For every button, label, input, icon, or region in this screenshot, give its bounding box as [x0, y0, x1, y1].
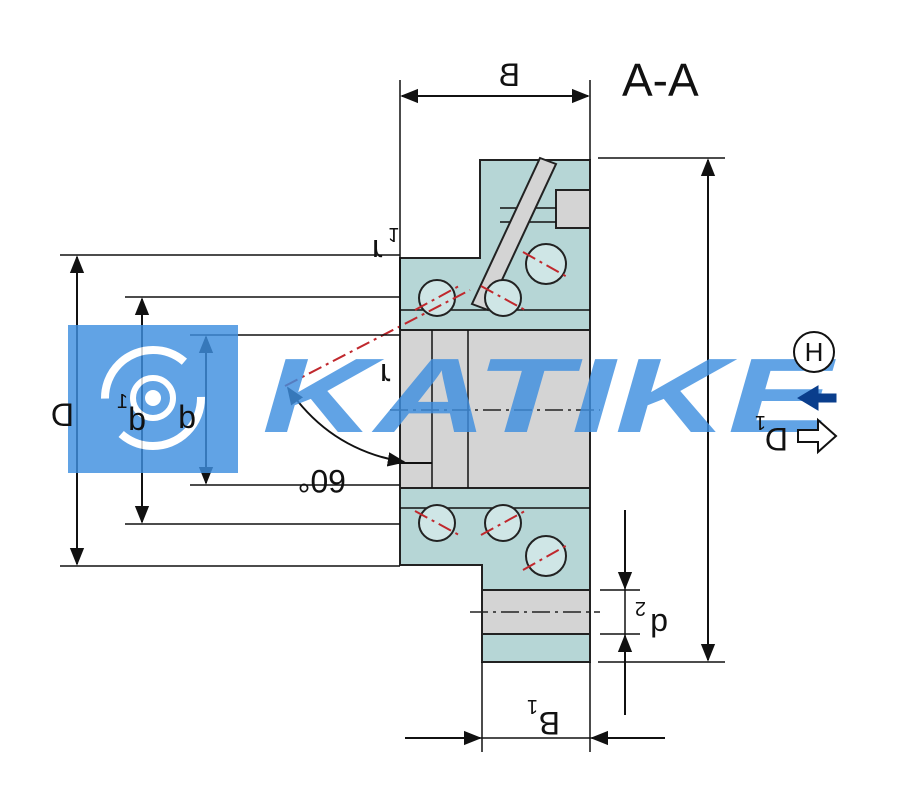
label-B1: B: [539, 705, 560, 741]
label-r1-sub: 1: [388, 223, 399, 245]
label-d1-sub: 1: [117, 391, 128, 413]
arrow-right-hollow-icon: [797, 417, 838, 455]
contact-angle-lines: [284, 251, 570, 571]
label-D1: D: [765, 421, 788, 457]
watermark-text: KATIKE: [262, 337, 837, 455]
h-symbol: H: [793, 331, 835, 373]
bearing-balls: [418, 243, 567, 577]
label-B: B: [499, 57, 520, 93]
arrow-left-filled-icon: [797, 385, 837, 411]
label-D1-sub: 1: [755, 411, 766, 433]
angle-label: 60°: [298, 463, 346, 499]
label-r1: r: [372, 233, 383, 269]
section-label: A-A: [622, 54, 699, 106]
watermark: KATIKE: [68, 325, 837, 473]
label-d: d: [178, 399, 196, 435]
label-D: D: [51, 397, 74, 433]
h-symbol-text: H: [805, 337, 824, 367]
label-d2-sub: 2: [635, 597, 646, 619]
label-r: r: [380, 357, 391, 393]
label-d2: d: [650, 607, 668, 643]
angle-arc: [286, 386, 406, 467]
label-d1: d: [128, 401, 146, 437]
label-B1-sub: 1: [527, 695, 538, 717]
